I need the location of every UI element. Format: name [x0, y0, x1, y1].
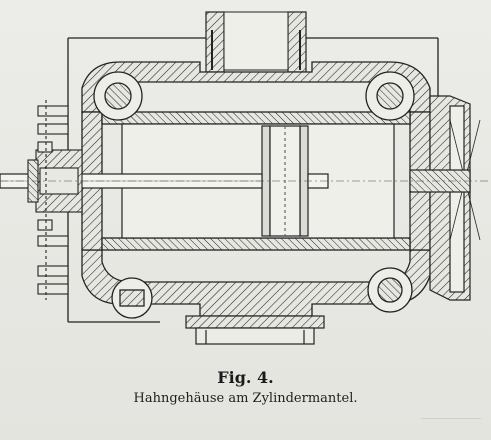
figure-caption: Hahngehäuse am Zylindermantel.: [133, 391, 358, 406]
cock-housings: [93, 71, 415, 319]
figure-number: Fig. 4.: [217, 368, 274, 387]
cylinder-casing: [81, 61, 431, 317]
bottom-nozzle: [185, 315, 325, 345]
left-flange-bolts: [37, 100, 69, 300]
page-edge-mark: [421, 418, 481, 435]
technical-drawing: [0, 11, 491, 345]
top-nozzle: [205, 11, 307, 73]
